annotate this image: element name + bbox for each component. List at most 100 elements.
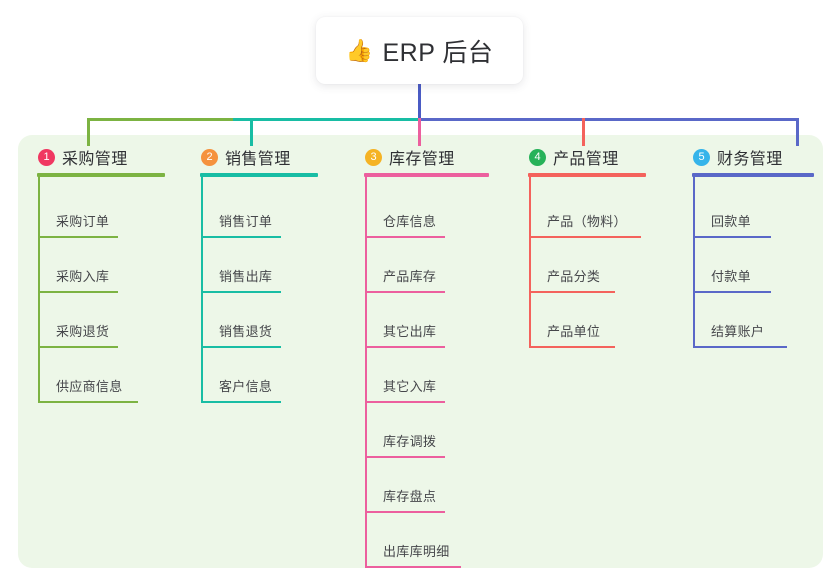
root-node-title: 👍 ERP 后台	[346, 33, 494, 69]
leaf-item-label: 采购入库	[56, 269, 110, 284]
leaf-item-rule	[365, 346, 445, 348]
column-header-2[interactable]: 2 销售管理	[201, 145, 291, 169]
leaf-item[interactable]: 供应商信息	[38, 348, 138, 403]
leaf-item[interactable]: 出库库明细	[365, 513, 461, 568]
leaf-item-label: 销售退货	[219, 324, 273, 339]
leaf-item-label: 采购退货	[56, 324, 110, 339]
leaf-item[interactable]: 客户信息	[201, 348, 281, 403]
leaf-item-label: 库存调拨	[383, 434, 437, 449]
leaf-item-label: 销售订单	[219, 214, 273, 229]
column-header-rule	[692, 173, 814, 177]
leaf-item-label: 其它出库	[383, 324, 437, 339]
column-spine	[529, 177, 531, 348]
leaf-item[interactable]: 销售订单	[201, 183, 281, 238]
leaf-item[interactable]: 产品分类	[529, 238, 615, 293]
connector-drop-1	[87, 118, 90, 146]
leaf-item-label: 产品分类	[547, 269, 601, 284]
column-header-1[interactable]: 1 采购管理	[38, 145, 128, 169]
leaf-item-rule	[693, 346, 787, 348]
column-header-4[interactable]: 4 产品管理	[529, 145, 619, 169]
leaf-item[interactable]: 采购订单	[38, 183, 118, 238]
leaf-item-rule	[201, 236, 281, 238]
leaf-item-label: 库存盘点	[383, 489, 437, 504]
column-spine	[693, 177, 695, 348]
column-number-badge: 3	[365, 148, 382, 166]
leaf-item-rule	[201, 401, 281, 403]
column-title: 销售管理	[225, 151, 291, 168]
column-number-badge: 5	[693, 148, 710, 166]
leaf-item-label: 客户信息	[219, 379, 273, 394]
column-header-rule	[37, 173, 165, 177]
leaf-item-rule	[365, 566, 461, 568]
leaf-item-rule	[201, 291, 281, 293]
column-spine	[365, 177, 367, 568]
connector-root-stem	[418, 84, 421, 121]
column-number-badge: 2	[201, 148, 218, 166]
leaf-item-label: 产品库存	[383, 269, 437, 284]
column-title: 采购管理	[62, 151, 128, 168]
leaf-item[interactable]: 库存盘点	[365, 458, 445, 513]
leaf-item[interactable]: 产品（物料）	[529, 183, 641, 238]
leaf-item[interactable]: 产品库存	[365, 238, 445, 293]
leaf-item-rule	[38, 236, 118, 238]
root-node-card[interactable]: 👍 ERP 后台	[316, 17, 523, 84]
leaf-item-rule	[529, 346, 615, 348]
leaf-item-rule	[38, 346, 118, 348]
leaf-item-label: 产品（物料）	[547, 214, 627, 229]
leaf-item[interactable]: 销售退货	[201, 293, 281, 348]
connector-bar-segment-2	[233, 118, 419, 121]
leaf-item-rule	[693, 291, 771, 293]
column-header-rule	[200, 173, 318, 177]
root-title-text: ERP 后台	[382, 38, 494, 67]
leaf-item[interactable]: 采购入库	[38, 238, 118, 293]
leaf-item-label: 供应商信息	[56, 379, 123, 394]
leaf-item-rule	[365, 456, 445, 458]
leaf-item-label: 结算账户	[711, 324, 765, 339]
connector-bar-segment-3	[419, 118, 799, 121]
column-spine	[38, 177, 40, 403]
leaf-item[interactable]: 其它出库	[365, 293, 445, 348]
leaf-item[interactable]: 其它入库	[365, 348, 445, 403]
leaf-item-label: 销售出库	[219, 269, 273, 284]
leaf-item-rule	[529, 236, 641, 238]
leaf-item-rule	[365, 291, 445, 293]
connector-drop-3	[418, 118, 421, 146]
column-title: 财务管理	[717, 151, 783, 168]
columns-container: 1 采购管理采购订单采购入库采购退货供应商信息 2 销售管理销售订单销售出库销售退货客…	[18, 135, 823, 568]
column-spine	[201, 177, 203, 403]
connector-drop-2	[250, 118, 253, 146]
column-header-rule	[528, 173, 646, 177]
connector-bar-segment-1	[88, 118, 233, 121]
leaf-item-label: 仓库信息	[383, 214, 437, 229]
column-header-rule	[364, 173, 489, 177]
leaf-item[interactable]: 仓库信息	[365, 183, 445, 238]
column-number-badge: 4	[529, 148, 546, 166]
leaf-item-label: 产品单位	[547, 324, 601, 339]
leaf-item[interactable]: 库存调拨	[365, 403, 445, 458]
column-header-5[interactable]: 5 财务管理	[693, 145, 783, 169]
leaf-item-rule	[365, 236, 445, 238]
leaf-item-rule	[38, 401, 138, 403]
column-number-badge: 1	[38, 148, 55, 166]
leaf-item-rule	[693, 236, 771, 238]
column-title: 库存管理	[389, 151, 455, 168]
leaf-item-label: 其它入库	[383, 379, 437, 394]
connector-drop-5	[796, 118, 799, 146]
leaf-item-label: 回款单	[711, 214, 751, 229]
leaf-item[interactable]: 采购退货	[38, 293, 118, 348]
thumbs-up-icon: 👍	[345, 37, 374, 63]
leaf-item-label: 付款单	[711, 269, 751, 284]
leaf-item-rule	[201, 346, 281, 348]
leaf-item[interactable]: 产品单位	[529, 293, 615, 348]
leaf-item[interactable]: 付款单	[693, 238, 771, 293]
leaf-item[interactable]: 结算账户	[693, 293, 787, 348]
leaf-item-rule	[529, 291, 615, 293]
leaf-item[interactable]: 回款单	[693, 183, 771, 238]
column-header-3[interactable]: 3 库存管理	[365, 145, 455, 169]
leaf-item-rule	[365, 401, 445, 403]
leaf-item-rule	[365, 511, 445, 513]
diagram-panel-background	[18, 135, 823, 568]
leaf-item[interactable]: 销售出库	[201, 238, 281, 293]
column-title: 产品管理	[553, 151, 619, 168]
connector-drop-4	[582, 118, 585, 146]
